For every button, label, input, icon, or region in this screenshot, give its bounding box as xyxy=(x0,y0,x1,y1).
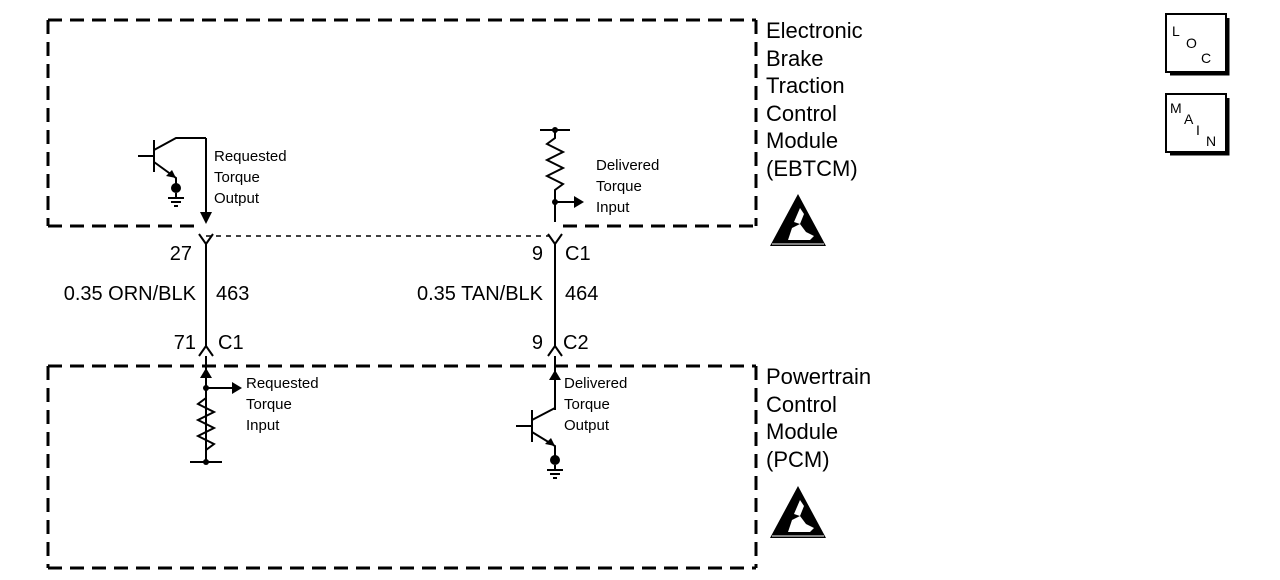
loc-button-label: C xyxy=(1201,50,1211,66)
pcm-label-line: Powertrain xyxy=(766,364,871,389)
ebtcm-label-line: Module xyxy=(766,128,838,153)
pcm-label-line: Control xyxy=(766,392,837,417)
pcm-module-box xyxy=(46,364,758,570)
transistor-symbol xyxy=(516,407,563,479)
svg-text:Input: Input xyxy=(246,417,280,434)
circuit-number: 463 xyxy=(216,283,249,305)
loc-button[interactable]: L O C xyxy=(1165,13,1230,76)
pin-number: 9 xyxy=(532,243,543,265)
circuit-464 xyxy=(516,127,584,479)
svg-text:Torque: Torque xyxy=(246,396,292,413)
wire-color-label: 0.35 ORN/BLK xyxy=(64,283,197,305)
svg-text:Requested: Requested xyxy=(214,148,287,165)
pin-number: 71 xyxy=(174,332,196,354)
main-button-label: M xyxy=(1170,100,1182,116)
pcm-label-line: Module xyxy=(766,419,838,444)
signal-label-delivered-torque-input: Delivered Torque Input xyxy=(596,157,659,216)
main-button-label: I xyxy=(1196,122,1200,138)
pcm-label-line: (PCM) xyxy=(766,447,830,472)
main-button-label: A xyxy=(1184,111,1194,127)
svg-text:Torque: Torque xyxy=(596,178,642,195)
ebtcm-module-label: Electronic Brake Traction Control Module… xyxy=(766,18,863,181)
circuit-463 xyxy=(138,137,242,465)
main-button[interactable]: M A I N xyxy=(1165,93,1230,156)
connector-label: C1 xyxy=(565,243,591,265)
circuit-number: 464 xyxy=(565,283,598,305)
svg-text:Torque: Torque xyxy=(214,169,260,186)
ebtcm-label-line: Electronic xyxy=(766,18,863,43)
svg-text:Input: Input xyxy=(596,199,630,216)
esd-warning-icon xyxy=(770,194,826,246)
esd-warning-icon xyxy=(770,486,826,538)
signal-label-requested-torque-input: Requested Torque Input xyxy=(246,375,319,434)
svg-text:Delivered: Delivered xyxy=(564,375,627,392)
connector-label: C2 xyxy=(563,332,589,354)
svg-text:Torque: Torque xyxy=(564,396,610,413)
pcm-module-label: Powertrain Control Module (PCM) xyxy=(766,364,871,472)
wire-color-label: 0.35 TAN/BLK xyxy=(417,283,544,305)
loc-button-label: O xyxy=(1186,35,1197,51)
ebtcm-label-line: (EBTCM) xyxy=(766,156,858,181)
ebtcm-label-line: Traction xyxy=(766,73,845,98)
svg-text:Delivered: Delivered xyxy=(596,157,659,174)
main-button-label: N xyxy=(1206,133,1216,149)
ebtcm-module-box xyxy=(46,18,758,237)
svg-text:Output: Output xyxy=(214,190,260,207)
signal-label-delivered-torque-output: Delivered Torque Output xyxy=(564,375,627,434)
svg-text:Output: Output xyxy=(564,417,610,434)
loc-button-label: L xyxy=(1172,23,1180,39)
pin-number: 27 xyxy=(170,243,192,265)
svg-text:Requested: Requested xyxy=(246,375,319,392)
ebtcm-label-line: Brake xyxy=(766,46,823,71)
pin-number: 9 xyxy=(532,332,543,354)
ebtcm-label-line: Control xyxy=(766,101,837,126)
signal-label-requested-torque-output: Requested Torque Output xyxy=(214,148,287,207)
transistor-symbol xyxy=(138,137,206,207)
connector-label: C1 xyxy=(218,332,244,354)
